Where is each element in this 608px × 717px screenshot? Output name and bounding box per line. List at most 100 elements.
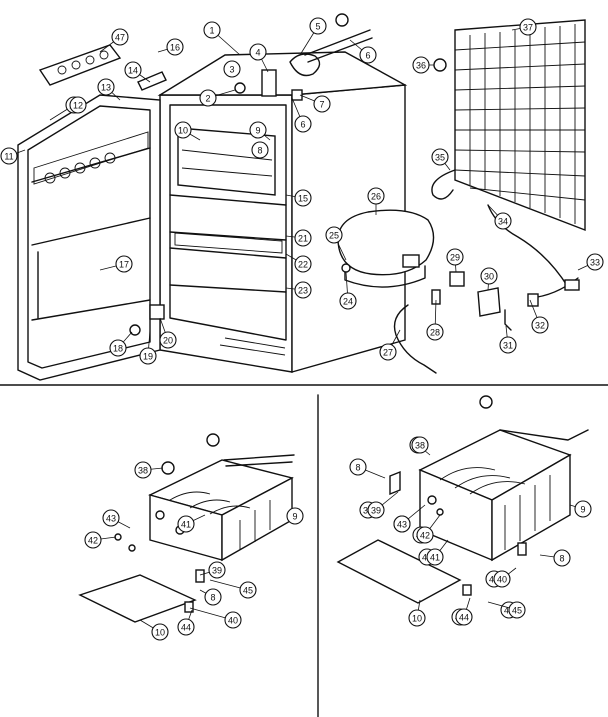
callout-number: 1 bbox=[209, 26, 214, 36]
callout-number: 24 bbox=[343, 297, 353, 307]
callout-bubble bbox=[480, 267, 498, 285]
callout-number: 7 bbox=[319, 100, 324, 110]
callout-bubble bbox=[519, 18, 537, 36]
callout-number: 16 bbox=[170, 43, 180, 53]
callout-24: 24 bbox=[339, 271, 357, 310]
callout-31: 31 bbox=[499, 325, 517, 354]
callout-number: 43 bbox=[106, 514, 116, 524]
callout-12: 12 bbox=[69, 96, 87, 114]
callout-bubble bbox=[84, 531, 102, 549]
callout-bubble bbox=[499, 336, 517, 354]
freezer-assembly-right bbox=[336, 395, 589, 604]
callout-41: 41 bbox=[177, 514, 206, 533]
callout-number: 38 bbox=[138, 466, 148, 476]
callout-bubble bbox=[586, 253, 604, 271]
callout-bubble bbox=[359, 46, 377, 64]
callout-bubble bbox=[223, 60, 241, 78]
callout-number: 42 bbox=[88, 536, 98, 546]
callout-number: 31 bbox=[503, 341, 513, 351]
callout-34: 34 bbox=[487, 204, 512, 230]
callout-number: 9 bbox=[580, 505, 585, 515]
callout-bubble bbox=[455, 608, 473, 626]
callout-bubble bbox=[349, 458, 367, 476]
callout-number: 26 bbox=[371, 192, 381, 202]
callout-number: 40 bbox=[497, 575, 507, 585]
callout-22: 22 bbox=[285, 253, 312, 273]
callout-27: 27 bbox=[379, 329, 401, 361]
callout-number: 37 bbox=[523, 23, 533, 33]
callout-number: 19 bbox=[143, 352, 153, 362]
callout-41: 41 bbox=[426, 539, 449, 566]
callout-bubble bbox=[69, 96, 87, 114]
callout-number: 8 bbox=[355, 463, 360, 473]
callout-number: 40 bbox=[228, 616, 238, 626]
callout-bubble bbox=[294, 281, 312, 299]
callout-13: 13 bbox=[97, 78, 121, 101]
callout-17: 17 bbox=[99, 255, 133, 273]
callout-number: 22 bbox=[298, 260, 308, 270]
callout-bubble bbox=[493, 570, 511, 588]
condenser-coil bbox=[431, 19, 586, 288]
callout-number: 14 bbox=[128, 66, 138, 76]
callout-bubble bbox=[203, 21, 221, 39]
callout-number: 10 bbox=[155, 628, 165, 638]
callout-9: 9 bbox=[249, 121, 271, 141]
callout-2: 2 bbox=[199, 89, 236, 107]
callout-bubble bbox=[367, 501, 385, 519]
callout-number: 17 bbox=[119, 260, 129, 270]
callout-bubble bbox=[249, 43, 267, 61]
callout-bubble bbox=[115, 255, 133, 273]
callout-number: 28 bbox=[430, 328, 440, 338]
callout-number: 29 bbox=[450, 253, 460, 263]
callout-14: 14 bbox=[124, 61, 151, 83]
callout-bubble bbox=[412, 56, 430, 74]
callout-number: 44 bbox=[181, 623, 191, 633]
callout-15: 15 bbox=[285, 189, 312, 207]
callout-bubble bbox=[294, 189, 312, 207]
callout-bubble bbox=[294, 229, 312, 247]
callout-number: 20 bbox=[163, 336, 173, 346]
callout-bubble bbox=[124, 61, 142, 79]
callout-9: 9 bbox=[569, 500, 592, 518]
callout-number: 43 bbox=[397, 520, 407, 530]
callout-bubble bbox=[239, 581, 257, 599]
callout-number: 36 bbox=[416, 61, 426, 71]
callout-number: 6 bbox=[365, 51, 370, 61]
callout-bubble bbox=[309, 17, 327, 35]
callout-number: 8 bbox=[559, 554, 564, 564]
callout-23: 23 bbox=[285, 281, 312, 299]
cabinet-body bbox=[157, 13, 408, 373]
callout-number: 34 bbox=[498, 217, 508, 227]
callout-number: 10 bbox=[412, 614, 422, 624]
callout-bubble bbox=[204, 588, 222, 606]
callout-number: 30 bbox=[484, 272, 494, 282]
callout-number: 5 bbox=[315, 22, 320, 32]
callout-number: 9 bbox=[255, 126, 260, 136]
callout-number: 27 bbox=[383, 348, 393, 358]
callout-45: 45 bbox=[487, 601, 526, 619]
callout-number: 33 bbox=[590, 258, 600, 268]
callout-bubble bbox=[199, 89, 217, 107]
callout-number: 3 bbox=[229, 65, 234, 75]
callout-bubble bbox=[251, 141, 269, 159]
callout-10: 10 bbox=[408, 599, 426, 627]
callout-28: 28 bbox=[426, 299, 444, 341]
callout-bubble bbox=[294, 115, 312, 133]
callout-37: 37 bbox=[511, 18, 537, 36]
callout-bubble bbox=[339, 292, 357, 310]
callout-number: 39 bbox=[371, 506, 381, 516]
callout-42: 42 bbox=[416, 514, 441, 544]
callout-bubble bbox=[531, 316, 549, 334]
callout-number: 45 bbox=[243, 586, 253, 596]
callout-18: 18 bbox=[109, 331, 133, 357]
callout-40: 40 bbox=[493, 567, 517, 588]
callout-42: 42 bbox=[84, 531, 117, 549]
callout-bubble bbox=[416, 526, 434, 544]
callout-25: 25 bbox=[325, 226, 347, 261]
callout-number: 45 bbox=[512, 606, 522, 616]
callout-3: 3 bbox=[223, 60, 241, 78]
callout-bubble bbox=[151, 623, 169, 641]
callout-38: 38 bbox=[411, 436, 429, 454]
callout-number: 2 bbox=[205, 94, 210, 104]
callout-number: 8 bbox=[210, 593, 215, 603]
